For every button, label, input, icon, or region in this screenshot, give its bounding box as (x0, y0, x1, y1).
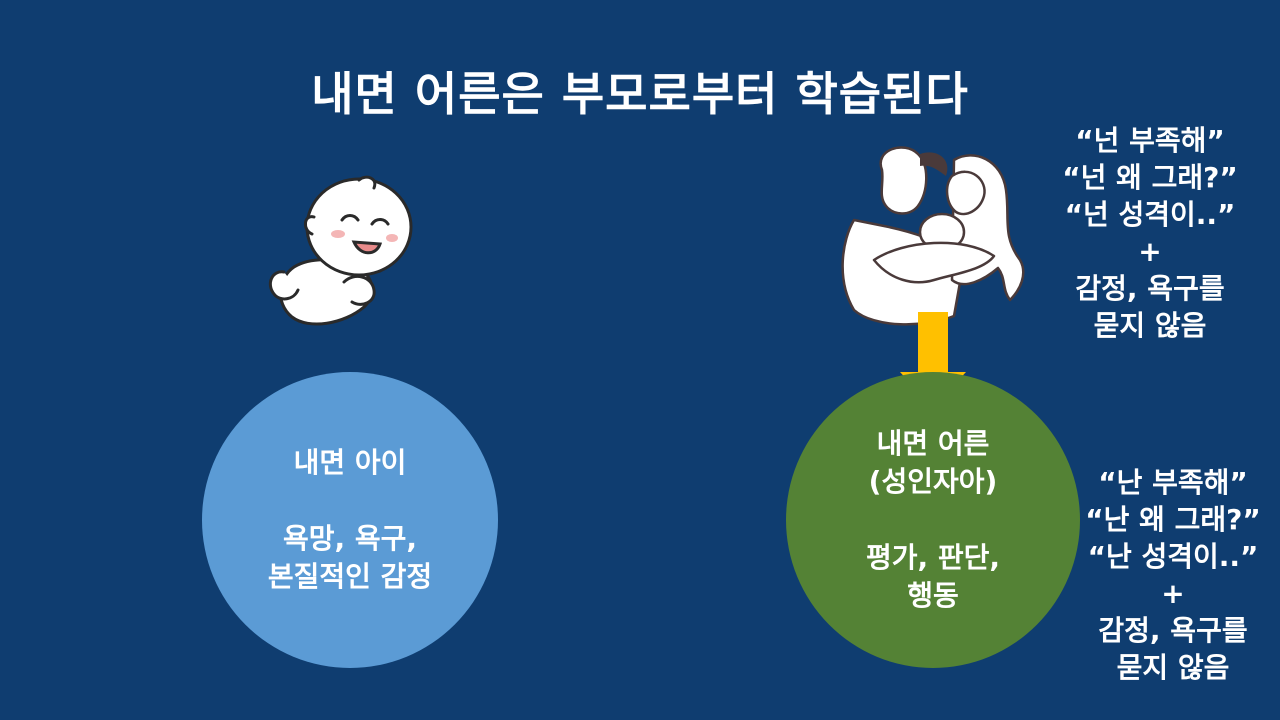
self-quote-line: 감정, 욕구를 (1098, 614, 1248, 647)
page-title: 내면 어른은 부모로부터 학습된다 (311, 67, 969, 121)
parent-quotes: “넌 부족해” “넌 왜 그래?” “넌 성격이..” + 감정, 욕구를 묻지… (1045, 122, 1255, 344)
self-quote-plus: + (1161, 577, 1185, 610)
parent-quote-line: 감정, 욕구를 (1075, 272, 1225, 305)
inner-child-circle: 내면 아이 욕망, 욕구, 본질적인 감정 (202, 372, 498, 668)
inner-adult-line1: 평가, 판단, (865, 541, 1001, 574)
parent-quote-line: “넌 왜 그래?” (1062, 161, 1238, 194)
parent-quote-line: 묻지 않음 (1093, 309, 1207, 342)
parents-holding-baby-icon (841, 146, 1025, 326)
inner-adult-circle: 내면 어른 (성인자아) 평가, 판단, 행동 (786, 372, 1080, 668)
inner-child-line1: 욕망, 욕구, (282, 522, 418, 555)
inner-adult-subheading: (성인자아) (868, 465, 998, 498)
baby-icon (268, 175, 413, 326)
inner-adult-heading: 내면 어른 (876, 427, 990, 460)
parent-quote-plus: + (1138, 235, 1162, 268)
self-quotes: “난 부족해” “난 왜 그래?” “난 성격이..” + 감정, 욕구를 묻지… (1068, 464, 1278, 686)
inner-child-heading: 내면 아이 (293, 446, 407, 479)
parent-quote-line: “넌 성격이..” (1064, 198, 1236, 231)
self-quote-line: “난 부족해” (1098, 466, 1248, 499)
inner-adult-line2: 행동 (907, 579, 959, 612)
self-quote-line: “난 성격이..” (1087, 540, 1259, 573)
self-quote-line: 묻지 않음 (1116, 651, 1230, 684)
parent-quote-line: “넌 부족해” (1075, 124, 1225, 157)
inner-child-line2: 본질적인 감정 (267, 560, 433, 593)
self-quote-line: “난 왜 그래?” (1085, 503, 1261, 536)
